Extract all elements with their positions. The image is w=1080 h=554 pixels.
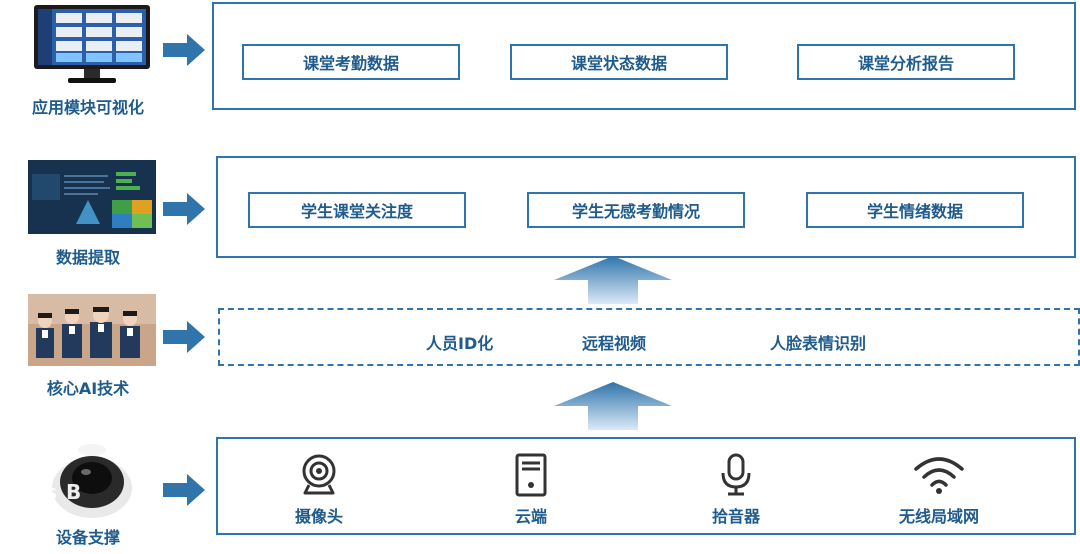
webcam-icon bbox=[302, 454, 336, 495]
layer-2-label: 数据提取 bbox=[55, 248, 120, 267]
item-class-attendance-data: 课堂考勤数据 bbox=[242, 44, 460, 80]
device-camera-label: 摄像头 bbox=[294, 507, 343, 526]
tech-facial-expression-recognition: 人脸表情识别 bbox=[770, 334, 867, 353]
device-camera: 摄像头 bbox=[264, 453, 374, 527]
device-wireless-lan-label: 无线局域网 bbox=[898, 507, 979, 526]
microphone-icon bbox=[721, 453, 751, 496]
item-class-analysis-report: 课堂分析报告 bbox=[797, 44, 1015, 80]
layer-1-label: 应用模块可视化 bbox=[31, 98, 144, 117]
dashboard-monitor-image bbox=[34, 5, 150, 83]
device-wireless-lan: 无线局域网 bbox=[884, 453, 994, 527]
item-student-attendance: 学生无感考勤情况 bbox=[527, 192, 745, 228]
arrow-up-icon bbox=[554, 256, 672, 304]
arrow-right-icon bbox=[163, 474, 205, 506]
students-photo-image bbox=[28, 294, 156, 366]
dome-camera-image bbox=[52, 444, 132, 518]
device-microphone: 拾音器 bbox=[681, 453, 791, 527]
layer-4-label: 设备支撑 bbox=[55, 528, 120, 547]
device-cloud-label: 云端 bbox=[514, 507, 547, 526]
item-student-attention: 学生课堂关注度 bbox=[248, 192, 466, 228]
arrow-right-icon bbox=[163, 321, 205, 353]
core-ai-layer-box: 人员ID化 远程视频 人脸表情识别 bbox=[218, 308, 1080, 366]
arrow-up-icon bbox=[554, 382, 672, 430]
data-extraction-layer-box: 学生课堂关注度 学生无感考勤情况 学生情绪数据 bbox=[216, 156, 1076, 258]
layer-3-label: 核心AI技术 bbox=[46, 379, 130, 398]
application-layer-box: 课堂考勤数据 课堂状态数据 课堂分析报告 bbox=[212, 2, 1076, 110]
arrow-right-icon bbox=[163, 34, 205, 66]
device-microphone-label: 拾音器 bbox=[711, 507, 760, 526]
tech-person-id: 人员ID化 bbox=[426, 334, 494, 353]
wifi-icon bbox=[914, 457, 964, 494]
server-icon bbox=[515, 453, 547, 497]
data-dashboard-image bbox=[28, 160, 156, 234]
item-class-status-data: 课堂状态数据 bbox=[510, 44, 728, 80]
watermark-text: 's B bbox=[38, 480, 83, 504]
device-cloud: 云端 bbox=[476, 453, 586, 527]
tech-remote-video: 远程视频 bbox=[582, 334, 647, 353]
item-student-emotion-data: 学生情绪数据 bbox=[806, 192, 1024, 228]
arrow-right-icon bbox=[163, 193, 205, 225]
device-support-layer-box: 摄像头 云端 拾音器 无线局域网 bbox=[216, 437, 1076, 535]
